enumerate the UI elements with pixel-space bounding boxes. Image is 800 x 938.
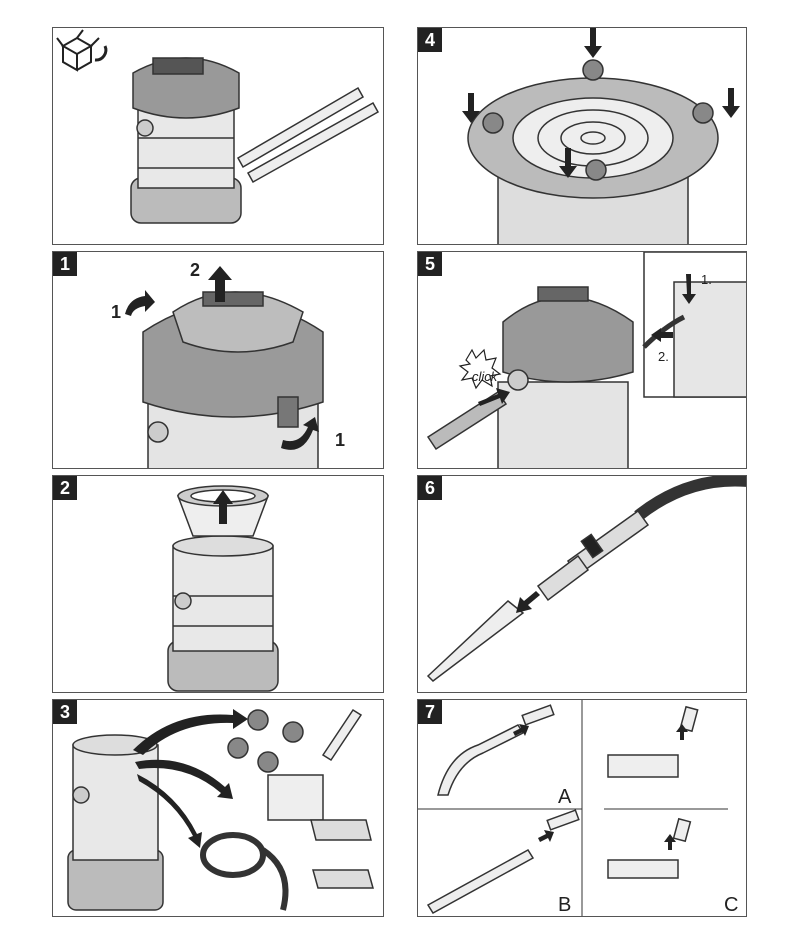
variant-label-c: C — [724, 894, 739, 916]
panel-step-7: 7 A B C — [417, 699, 747, 917]
step-label: 1 — [111, 302, 122, 322]
step-label: 2 — [190, 260, 201, 280]
click-label: click — [472, 369, 498, 384]
vacuum-unpack-illustration — [56, 29, 380, 224]
attach-hose-illustration — [426, 252, 746, 468]
step-label: 1 — [335, 430, 346, 450]
step-number: 4 — [418, 28, 442, 52]
variant-label-a: A — [558, 786, 572, 808]
panel-unpack — [52, 27, 384, 245]
panel-step-3: 3 — [52, 699, 384, 917]
tool-assembly-illustration — [418, 700, 728, 916]
remove-filter-basket-illustration — [167, 485, 279, 692]
step-number: 2 — [53, 476, 77, 500]
accessories-illustration — [67, 708, 374, 911]
step-number: 6 — [418, 476, 442, 500]
step-number: 1 — [53, 252, 77, 276]
step-label: 1. — [701, 272, 712, 287]
panel-step-2: 2 — [52, 475, 384, 693]
panel-step-6: 6 — [417, 475, 747, 693]
panel-step-5: 5 click 1. 2. — [417, 251, 747, 469]
castor-wheel-illustration — [462, 28, 740, 244]
variant-label-b: B — [558, 894, 572, 916]
panel-step-1: 1 1 2 1 — [52, 251, 384, 469]
step-label: 2. — [658, 349, 669, 364]
step-number: 3 — [53, 700, 77, 724]
panel-step-4: 4 — [417, 27, 747, 245]
open-lid-illustration — [125, 266, 324, 468]
connect-nozzle-illustration — [426, 476, 746, 682]
step-number: 5 — [418, 252, 442, 276]
step-number: 7 — [418, 700, 442, 724]
